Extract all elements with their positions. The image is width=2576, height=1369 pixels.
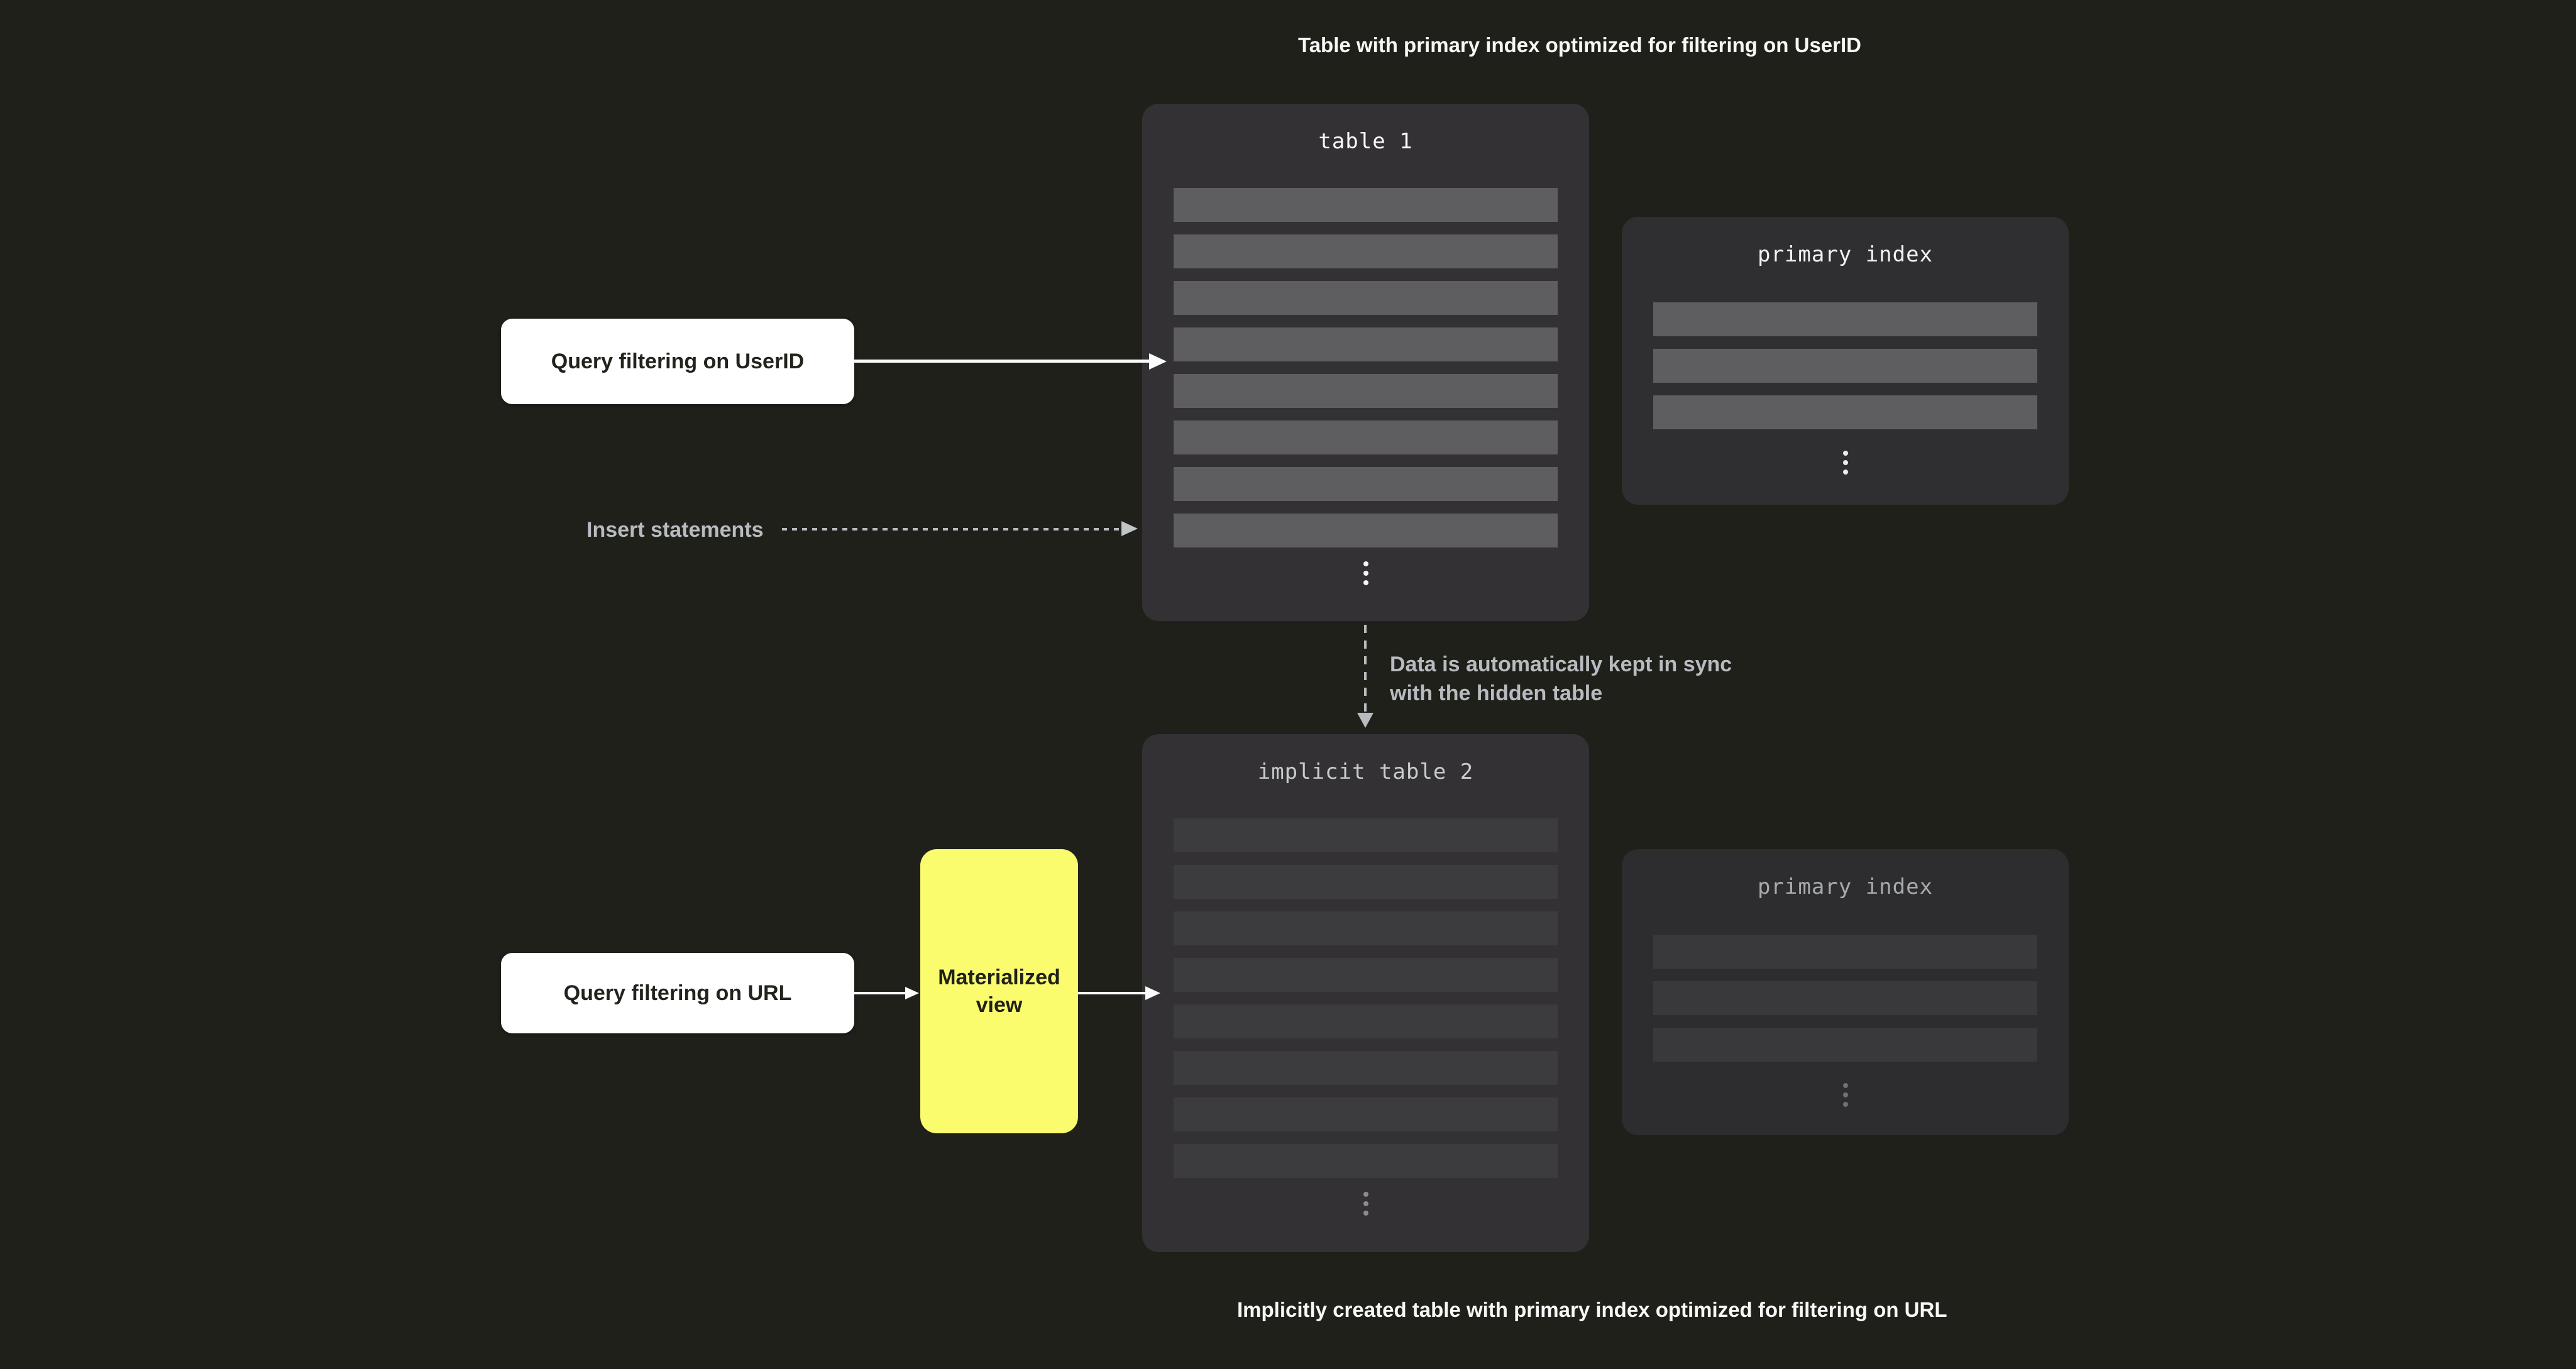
sync-dashed-line [1364,625,1367,713]
implicit-table2-rows [1174,818,1558,1178]
vertical-ellipsis-icon [1142,1192,1589,1216]
materialized-view-label: Materialized view [938,965,1060,1017]
table-row [1174,327,1558,361]
sync-note-line1: Data is automatically kept in sync [1390,652,1732,676]
arrowhead-right-icon [1121,521,1138,536]
materialized-view-arrow-line [1078,992,1147,994]
table-row [1174,1004,1558,1038]
table-row [1174,421,1558,454]
implicit-table2-title: implicit table 2 [1257,759,1474,784]
query-url-box: Query filtering on URL [501,953,854,1033]
query-url-arrow-line [854,992,909,994]
arrowhead-right-icon [1149,353,1167,370]
table-row [1174,1144,1558,1178]
table1-rows [1174,188,1558,547]
primary-index1-panel: primary index [1622,217,2069,505]
primary-index2-panel: primary index [1622,849,2069,1135]
table-row [1174,865,1558,899]
primary-index1-rows [1653,302,2037,429]
query-userid-label: Query filtering on UserID [551,349,805,373]
table-row [1174,911,1558,945]
query-userid-arrow-line [854,360,1151,363]
primary-index1-title: primary index [1757,242,1934,267]
table1-title: table 1 [1318,129,1413,154]
vertical-ellipsis-icon [1622,451,2069,475]
table-row [1174,818,1558,852]
query-userid-box: Query filtering on UserID [501,319,854,404]
arrowhead-right-icon [1145,986,1160,1000]
table-row [1174,1097,1558,1131]
table1-panel: table 1 [1142,104,1589,621]
top-caption: Table with primary index optimized for f… [1298,33,1861,57]
table-row [1653,935,2037,969]
query-url-label: Query filtering on URL [563,981,792,1005]
primary-index2-title: primary index [1757,874,1934,899]
table-row [1174,467,1558,501]
vertical-ellipsis-icon [1142,561,1589,585]
implicit-table2-panel: implicit table 2 [1142,734,1589,1252]
insert-statements-dotted-line [782,528,1124,531]
table-row [1174,188,1558,222]
insert-statements-label: Insert statements [586,518,764,542]
table-row [1653,302,2037,336]
table-row [1653,981,2037,1015]
table-row [1174,374,1558,408]
primary-index2-rows [1653,935,2037,1062]
vertical-ellipsis-icon [1622,1083,2069,1107]
table-row [1174,234,1558,268]
table-row [1653,1028,2037,1062]
sync-note: Data is automatically kept in sync with … [1390,650,1732,708]
table-row [1174,958,1558,992]
table-row [1174,514,1558,547]
table-row [1653,395,2037,429]
materialized-view-box: Materialized view [920,849,1078,1133]
table-row [1174,281,1558,315]
arrowhead-down-icon [1357,713,1373,728]
table-row [1653,349,2037,383]
bottom-caption: Implicitly created table with primary in… [1237,1298,1947,1321]
table-row [1174,1051,1558,1085]
sync-note-line2: with the hidden table [1390,681,1603,705]
arrowhead-right-icon [905,987,919,999]
